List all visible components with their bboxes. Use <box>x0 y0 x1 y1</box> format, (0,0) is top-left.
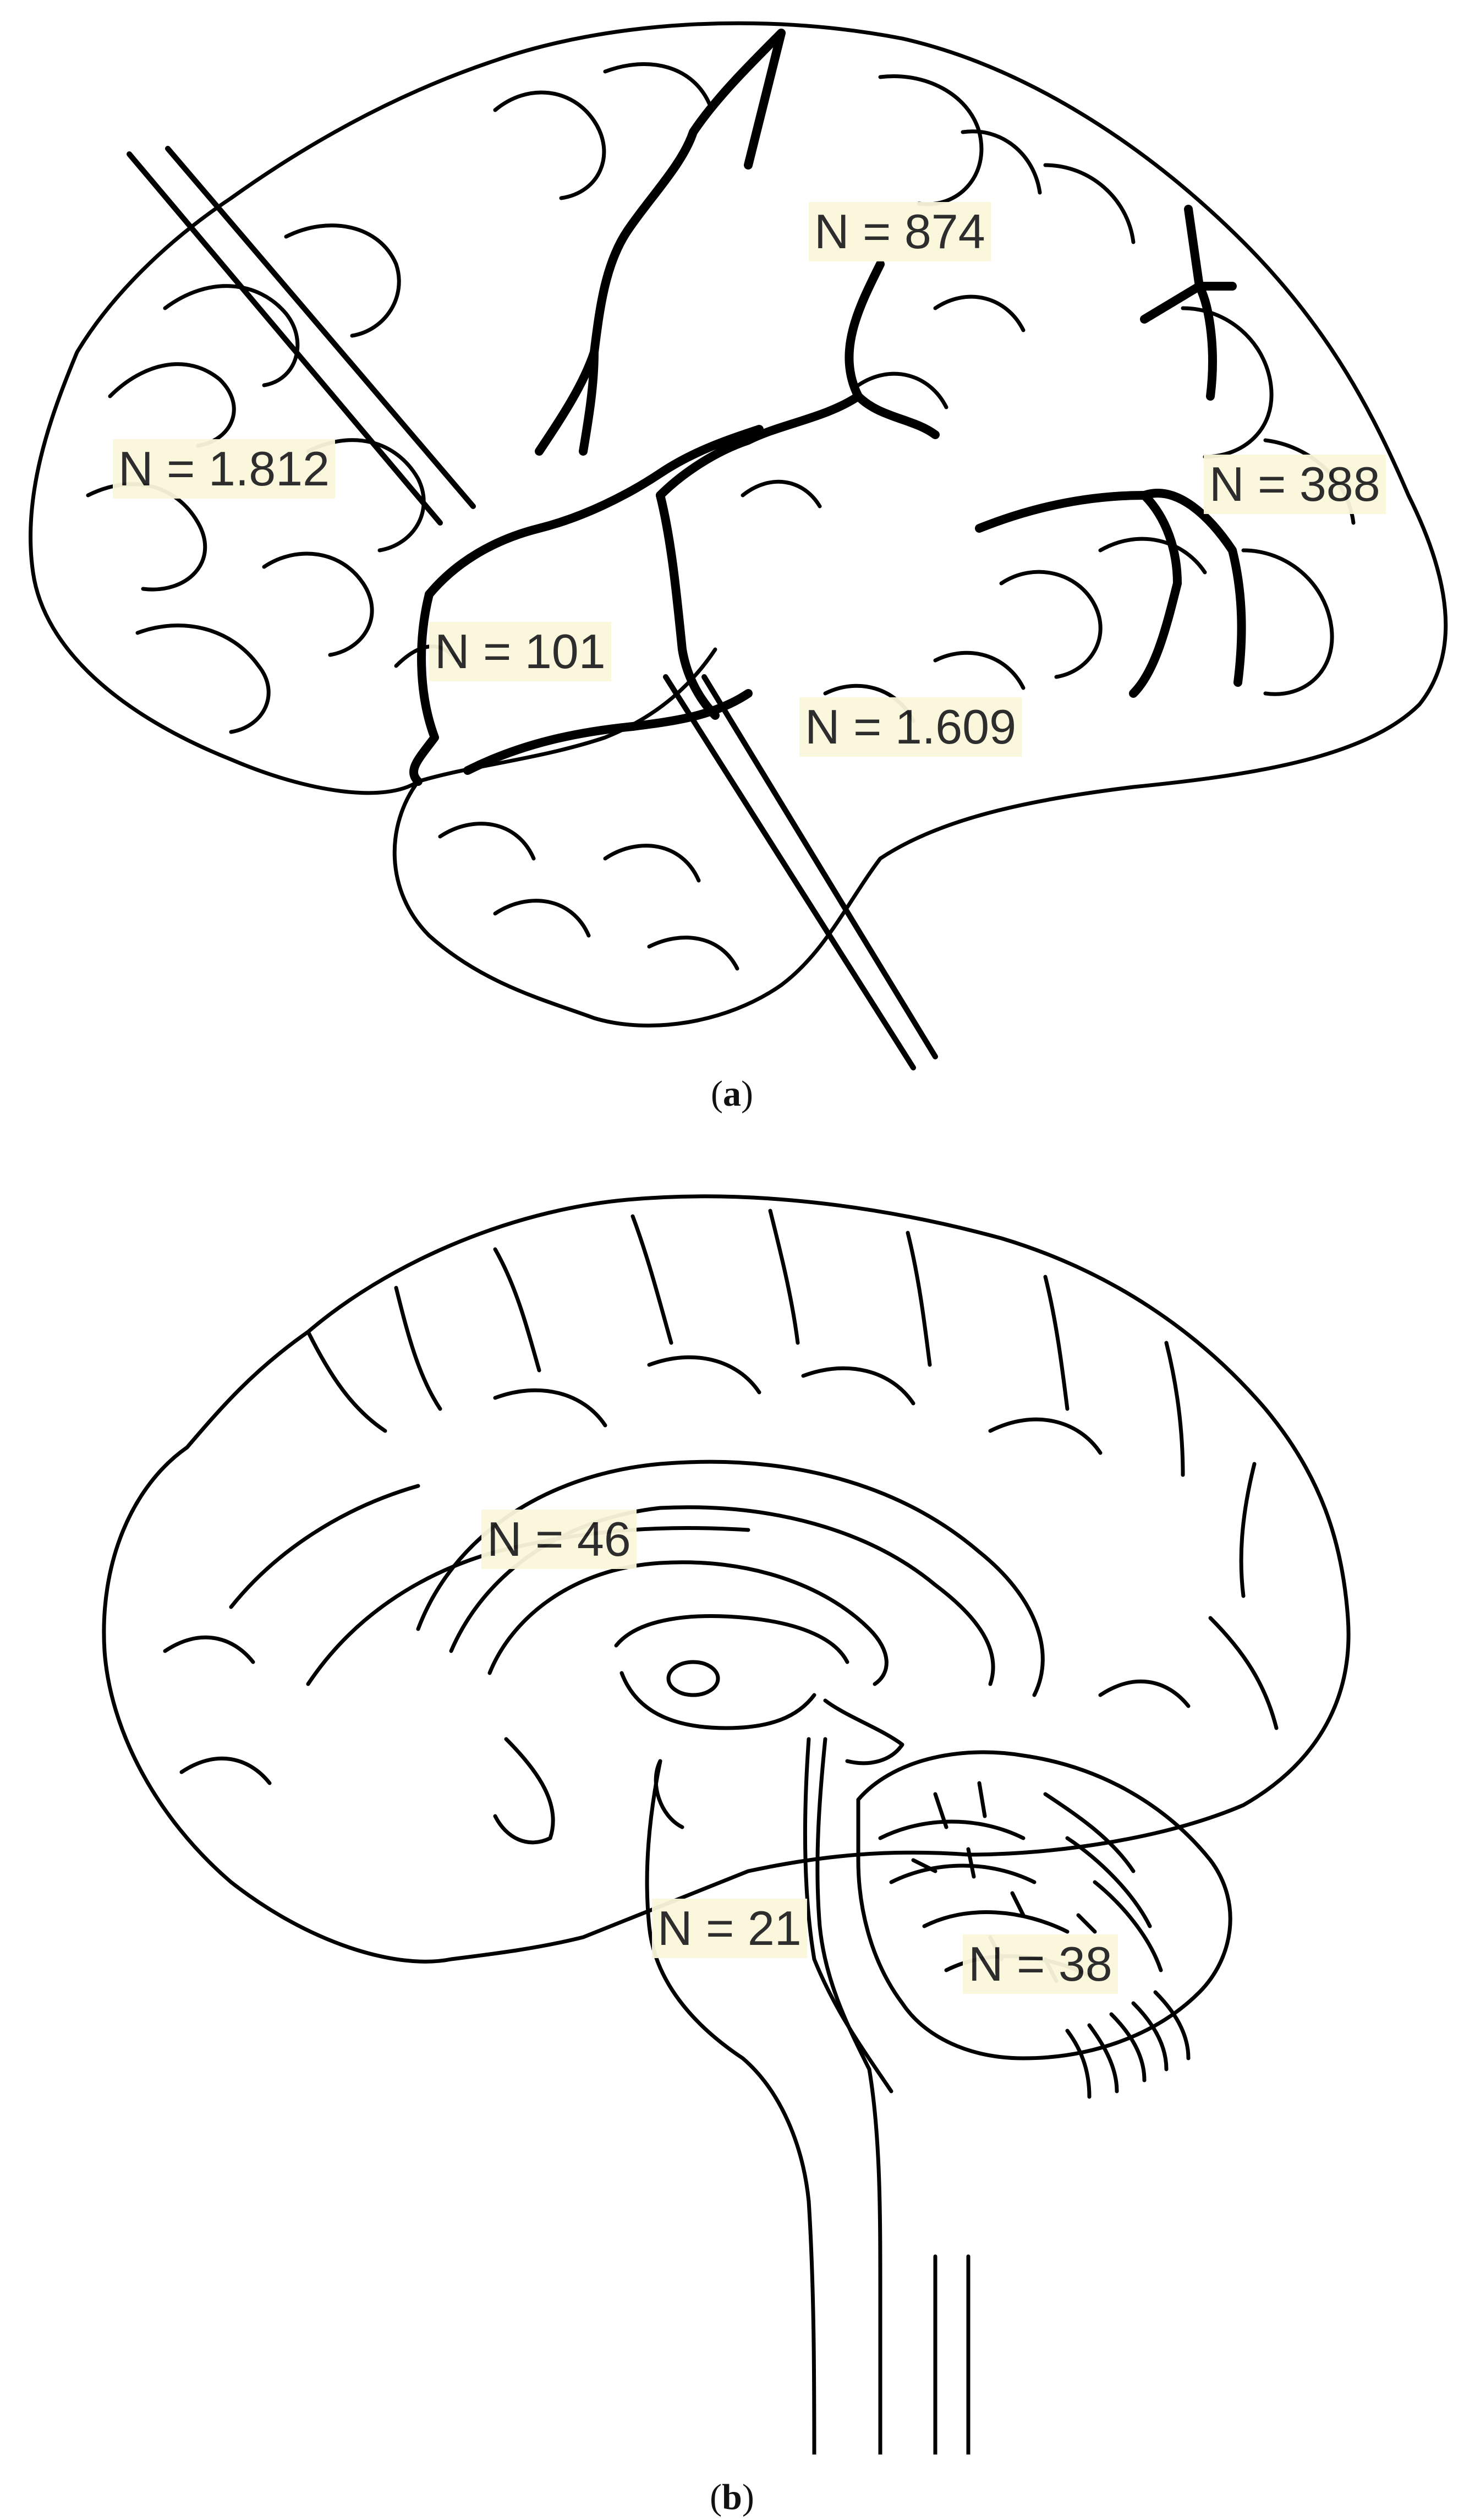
brainstem <box>645 1759 816 2455</box>
limbic-region-count-label: N = 46 <box>481 1510 637 1569</box>
midsagittal-brain-illustration <box>102 1194 1351 2455</box>
cut-line-lower-2 <box>701 674 938 1059</box>
brainstem-count-label: N = 21 <box>652 1899 807 1958</box>
cerebellum-count-label: N = 38 <box>963 1934 1118 1994</box>
central-sulcus <box>535 29 786 456</box>
lateral-brain-panel: N = 1.812 N = 874 N = 388 N = 101 N = 1.… <box>0 0 1464 1114</box>
lateral-brain-illustration <box>29 21 1448 1070</box>
cut-line-upper-left-2 <box>165 146 476 509</box>
lateral-fissure <box>425 425 764 599</box>
panel-a-caption: (a) <box>711 1074 753 1114</box>
corpus-callosum <box>416 1459 1045 1697</box>
insula-count-label: N = 101 <box>429 622 611 681</box>
cut-line-upper-left-1 <box>127 151 443 526</box>
midsagittal-brain-panel: N = 46 N = 21 N = 38 (b) <box>0 1123 1464 2517</box>
brain-outline <box>102 1194 1351 1964</box>
cut-line-lower-1 <box>663 674 916 1070</box>
frontal-lobe-count-label: N = 1.812 <box>113 439 336 499</box>
brain-outline <box>29 21 1448 1027</box>
cerebellum-outline <box>856 1750 1232 2060</box>
temporal-lobe-count-label: N = 1.609 <box>799 697 1022 757</box>
occipital-lobe-count-label: N = 388 <box>1204 455 1386 514</box>
parietal-lobe-count-label: N = 874 <box>809 202 991 261</box>
panel-b-caption: (b) <box>710 2477 754 2517</box>
